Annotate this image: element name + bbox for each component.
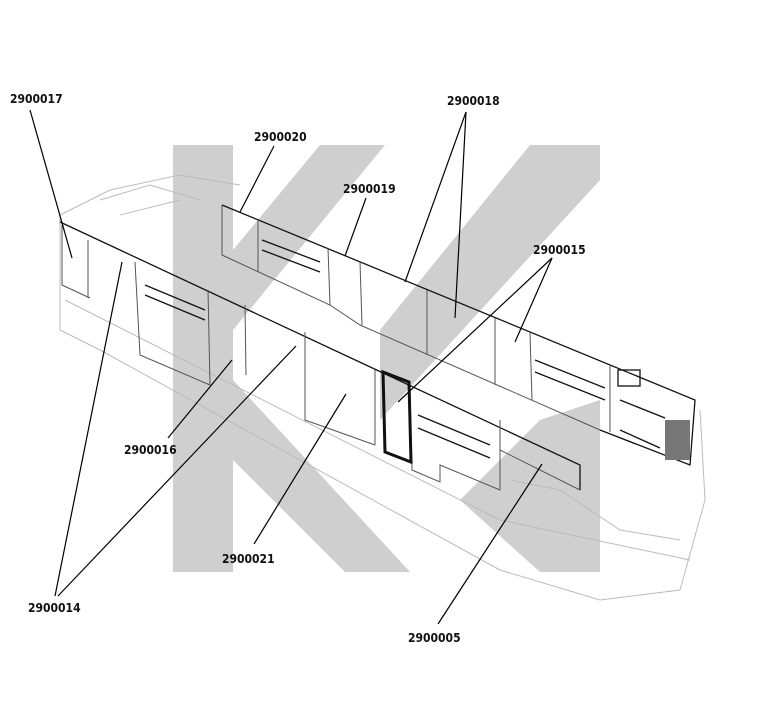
watermark-bar [173, 145, 233, 572]
label-2900016: 2900016 [124, 443, 177, 457]
watermark-diagonal-lower-left [233, 380, 410, 572]
label-2900005: 2900005 [408, 631, 461, 645]
small-window [617, 369, 641, 387]
watermark-diagonal-lower-right [460, 400, 600, 572]
label-2900015: 2900015 [533, 243, 586, 257]
leader-lines [29, 109, 553, 625]
grille [665, 420, 690, 460]
upper-panels [221, 204, 696, 466]
part-labels: 2900017 2900018 2900020 2900019 2900015 … [10, 92, 586, 645]
label-2900019: 2900019 [343, 182, 396, 196]
label-2900020: 2900020 [254, 130, 307, 144]
watermark-logo [173, 145, 600, 572]
label-2900018: 2900018 [447, 94, 500, 108]
watermark-diagonal-upper-right [380, 145, 600, 420]
watermark-diagonal-upper-left [233, 145, 385, 330]
label-2900017: 2900017 [10, 92, 63, 106]
lower-panels [59, 221, 581, 491]
door-panel-highlight [381, 369, 413, 465]
label-2900021: 2900021 [222, 552, 275, 566]
label-2900014: 2900014 [28, 601, 81, 615]
